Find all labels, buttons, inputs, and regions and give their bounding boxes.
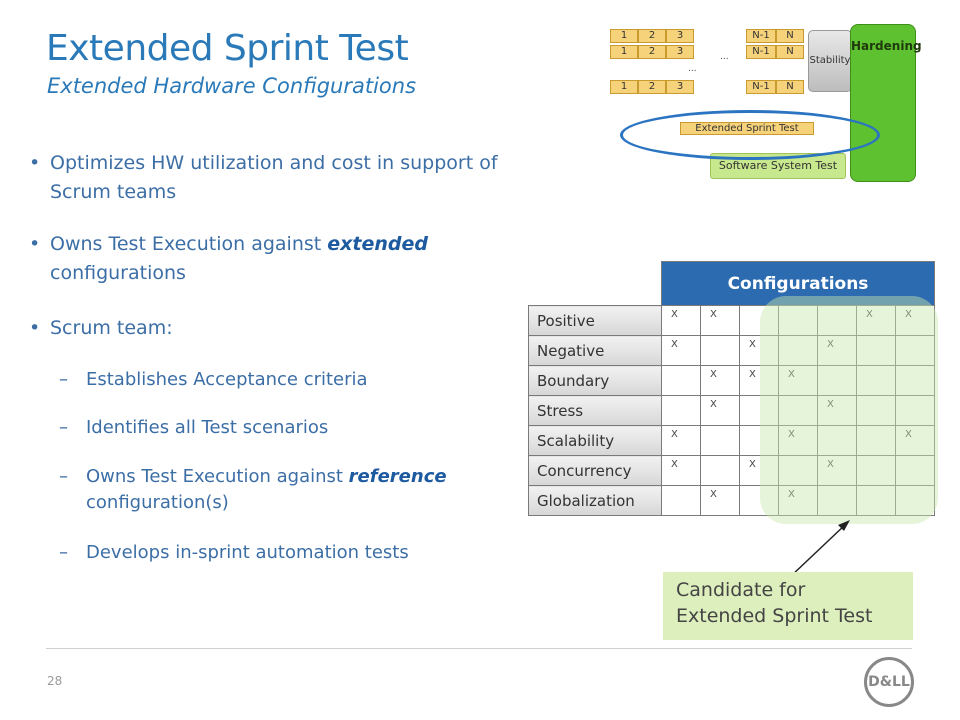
sprint-box: N	[776, 29, 804, 43]
row-label: Negative	[528, 335, 662, 366]
table-cell	[739, 425, 779, 456]
table-cell	[661, 365, 701, 396]
sprint-box: N	[776, 45, 804, 59]
table-cell	[856, 365, 896, 396]
sub-bullet-text: Establishes Acceptance criteria	[86, 369, 368, 390]
sub-bullet-text: Owns Test Execution against reference co…	[86, 466, 447, 513]
bullet-item: • Optimizes HW utilization and cost in s…	[29, 149, 549, 209]
table-row: Negative X X X	[528, 335, 935, 366]
table-cell: X	[817, 395, 857, 426]
callout-line-1: Candidate for	[676, 579, 806, 601]
sub-bullet-text: Identifies all Test scenarios	[86, 417, 329, 438]
table-cell: X	[895, 425, 935, 456]
table-cell	[700, 335, 740, 366]
sprint-box: N-1	[746, 45, 776, 59]
row-label: Concurrency	[528, 455, 662, 486]
stability-block: Stability	[808, 30, 852, 92]
table-cell	[895, 485, 935, 516]
table-cell	[895, 455, 935, 486]
table-corner	[528, 261, 662, 306]
page-number: 28	[47, 674, 63, 688]
highlight-ellipse	[620, 110, 880, 160]
table-cell: X	[661, 305, 701, 336]
table-cell: X	[661, 455, 701, 486]
sub-bullet-item: – Owns Test Execution against reference …	[59, 464, 529, 518]
row-label: Stress	[528, 395, 662, 426]
dash-icon: –	[59, 466, 68, 487]
sprint-box: N-1	[746, 80, 776, 94]
footer-divider	[46, 648, 912, 649]
sprint-box: 1	[610, 80, 638, 94]
slide-title: Extended Sprint Test	[46, 28, 409, 69]
slide-subtitle: Extended Hardware Configurations	[47, 74, 417, 98]
table-cell	[778, 395, 818, 426]
configurations-table: Configurations Positive X X X X Negative…	[528, 261, 935, 516]
sprint-box: 1	[610, 45, 638, 59]
dash-icon: –	[59, 417, 68, 438]
sprint-box: 1	[610, 29, 638, 43]
sprint-box: N	[776, 80, 804, 94]
candidate-callout: Candidate for Extended Sprint Test	[663, 572, 913, 640]
table-cell	[856, 455, 896, 486]
callout-line-2: Extended Sprint Test	[676, 605, 873, 627]
table-cell: X	[700, 485, 740, 516]
table-cell: X	[700, 395, 740, 426]
table-cell	[700, 455, 740, 486]
bullet-text: Optimizes HW utilization and cost in sup…	[50, 152, 498, 203]
table-cell	[661, 485, 701, 516]
sub-bullet-text: Develops in-sprint automation tests	[86, 542, 409, 563]
table-cell: X	[661, 425, 701, 456]
ellipsis: ...	[688, 64, 697, 74]
bullet-text: Scrum team:	[50, 317, 173, 339]
ellipsis: ...	[720, 52, 729, 62]
dell-logo: D&LL	[864, 657, 914, 707]
row-label: Globalization	[528, 485, 662, 516]
table-header: Configurations	[661, 261, 935, 306]
table-row: Stress X X	[528, 395, 935, 426]
callout-arrow-icon	[789, 520, 850, 578]
table-cell	[895, 395, 935, 426]
table-cell	[817, 485, 857, 516]
sprint-box: 2	[638, 45, 666, 59]
table-cell	[739, 305, 779, 336]
sprint-box: 3	[666, 29, 694, 43]
bullet-text: Owns Test Execution against extended con…	[50, 233, 428, 284]
table-row: Boundary X X X	[528, 365, 935, 396]
candidate-highlight	[760, 296, 938, 524]
bullet-dot-icon: •	[29, 152, 41, 174]
table-cell: X	[895, 305, 935, 336]
bullet-dot-icon: •	[29, 317, 41, 339]
row-label: Boundary	[528, 365, 662, 396]
bullet-item: • Owns Test Execution against extended c…	[29, 230, 549, 290]
table-cell: X	[661, 335, 701, 366]
hardening-block: Hardening	[850, 24, 922, 182]
bullet-dot-icon: •	[29, 233, 41, 255]
sprint-box: N-1	[746, 29, 776, 43]
sub-bullet-item: – Identifies all Test scenarios	[59, 415, 529, 443]
table-cell	[700, 425, 740, 456]
table-cell: X	[700, 365, 740, 396]
sprint-box: 3	[666, 45, 694, 59]
bullet-item: • Scrum team:	[29, 314, 549, 344]
dash-icon: –	[59, 542, 68, 563]
table-row: Globalization X X	[528, 485, 935, 516]
table-cell	[661, 395, 701, 426]
row-label: Scalability	[528, 425, 662, 456]
table-cell	[739, 395, 779, 426]
table-row: Concurrency X X X	[528, 455, 935, 486]
table-row: Scalability X X X	[528, 425, 935, 456]
sprint-box: 2	[638, 80, 666, 94]
dash-icon: –	[59, 369, 68, 390]
sprint-box: 2	[638, 29, 666, 43]
table-cell	[739, 485, 779, 516]
table-cell: X	[700, 305, 740, 336]
table-cell: X	[817, 335, 857, 366]
sub-bullet-item: – Establishes Acceptance criteria	[59, 367, 529, 395]
row-label: Positive	[528, 305, 662, 336]
table-row: Positive X X X X	[528, 305, 935, 336]
sub-bullet-item: – Develops in-sprint automation tests	[59, 540, 529, 568]
sprint-box: 3	[666, 80, 694, 94]
